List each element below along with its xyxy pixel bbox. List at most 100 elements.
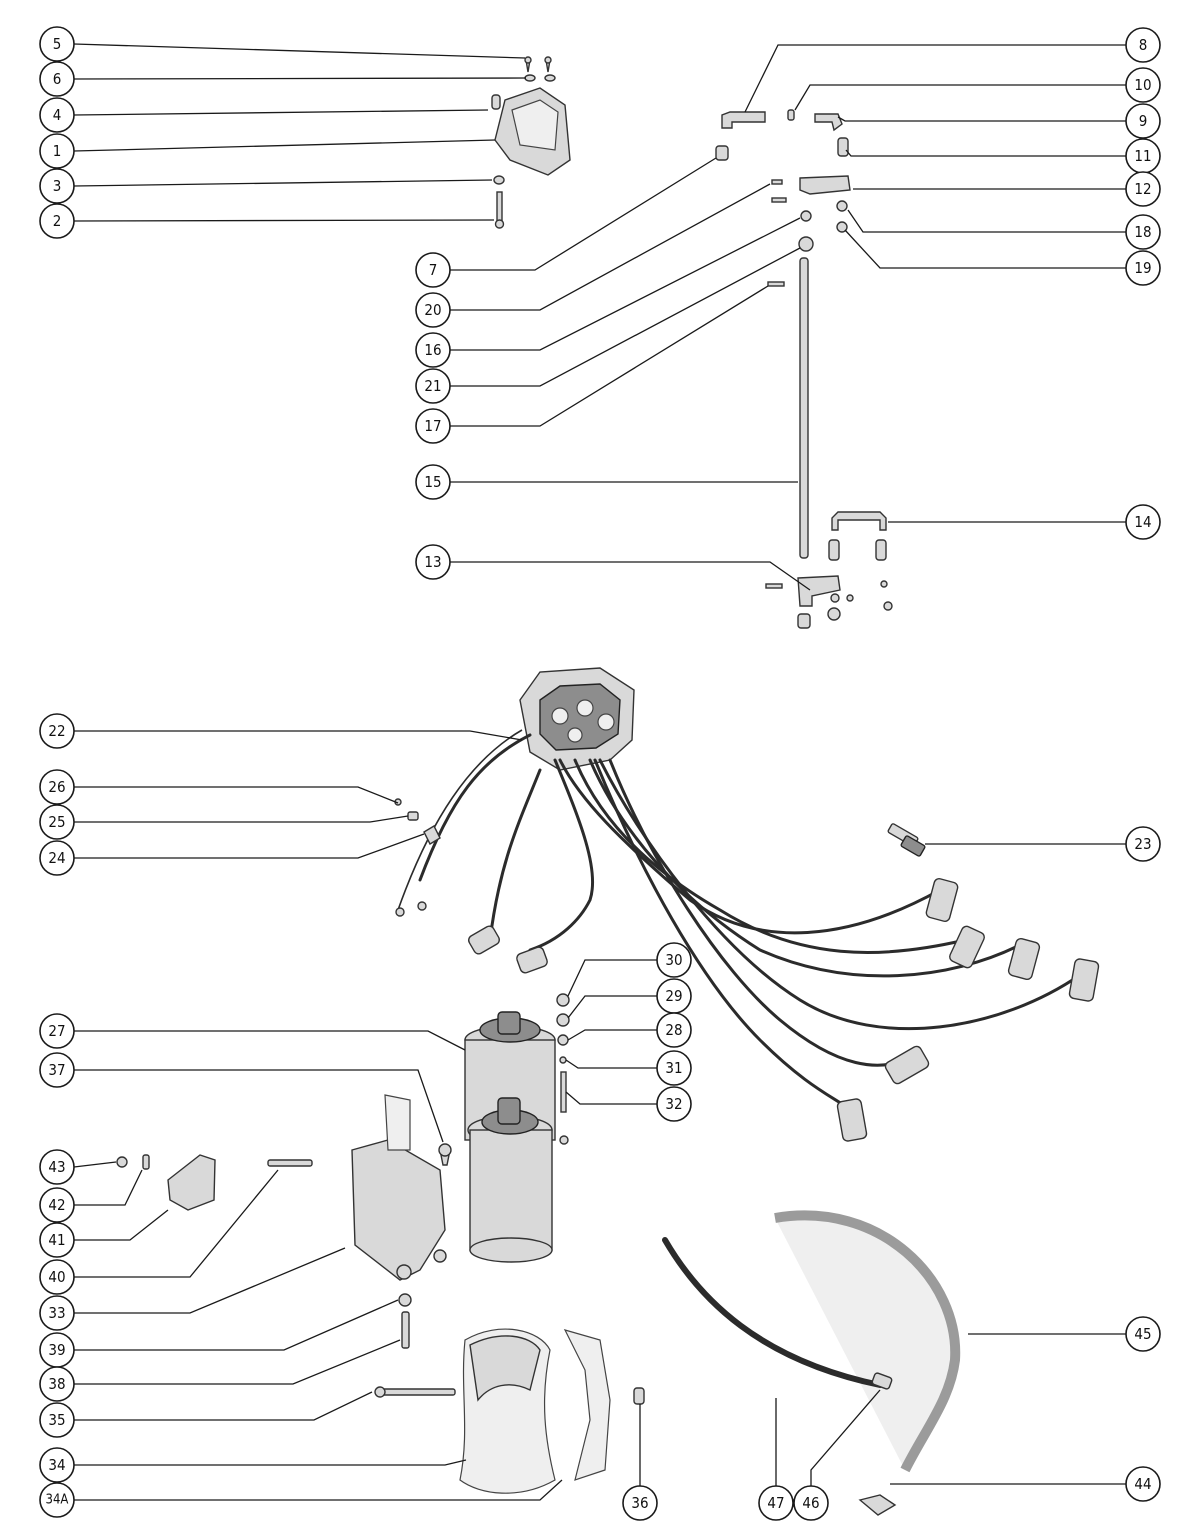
callout-39: 39: [39, 1332, 75, 1368]
callout-36: 36: [622, 1485, 658, 1521]
callout-37: 37: [39, 1052, 75, 1088]
svg-text:29: 29: [665, 987, 682, 1005]
callout-27: 27: [39, 1013, 75, 1049]
callout-20: 20: [415, 292, 451, 328]
svg-text:46: 46: [802, 1494, 819, 1512]
callout-7: 7: [415, 252, 451, 288]
callout-47: 47: [758, 1485, 794, 1521]
callout-25: 25: [39, 804, 75, 840]
svg-text:39: 39: [48, 1341, 65, 1359]
svg-text:32: 32: [665, 1095, 682, 1113]
svg-text:21: 21: [424, 377, 441, 395]
callout-34: 34: [39, 1447, 75, 1483]
mounting-bracket-part: [491, 87, 571, 176]
callout-34a: 34A: [39, 1482, 75, 1518]
callout-43: 43: [39, 1149, 75, 1185]
callout-30: 30: [656, 942, 692, 978]
svg-text:11: 11: [1134, 147, 1151, 165]
long-tube-part: [799, 257, 809, 559]
svg-text:17: 17: [424, 417, 441, 435]
callout-2: 2: [39, 203, 75, 239]
svg-text:18: 18: [1134, 223, 1151, 241]
svg-text:4: 4: [53, 106, 62, 124]
callout-40: 40: [39, 1259, 75, 1295]
svg-text:22: 22: [48, 722, 65, 740]
svg-text:41: 41: [48, 1231, 65, 1249]
callout-23: 23: [1125, 826, 1161, 862]
fuel-lines-part: [662, 1210, 961, 1516]
distributor-cap-part: [519, 667, 635, 771]
callout-33: 33: [39, 1295, 75, 1331]
callout-17: 17: [415, 408, 451, 444]
svg-text:43: 43: [48, 1158, 65, 1176]
callout-42: 42: [39, 1187, 75, 1223]
coil-hardware-part: [556, 993, 570, 1145]
svg-text:24: 24: [48, 849, 65, 867]
callout-26: 26: [39, 769, 75, 805]
svg-text:1: 1: [53, 142, 62, 160]
parts-layer: [116, 56, 1100, 1516]
callout-22: 22: [39, 713, 75, 749]
spark-plug-wires-part: [397, 729, 1100, 1142]
svg-text:7: 7: [429, 261, 438, 279]
callout-19: 19: [1125, 250, 1161, 286]
svg-text:5: 5: [53, 35, 62, 53]
coil-straps-part: [374, 1328, 645, 1494]
callout-35: 35: [39, 1402, 75, 1438]
callout-18: 18: [1125, 214, 1161, 250]
callout-9: 9: [1125, 103, 1161, 139]
callout-1: 1: [39, 133, 75, 169]
svg-text:19: 19: [1134, 259, 1151, 277]
callout-3: 3: [39, 168, 75, 204]
svg-text:23: 23: [1134, 835, 1151, 853]
svg-text:38: 38: [48, 1375, 65, 1393]
svg-text:28: 28: [665, 1021, 682, 1039]
svg-text:15: 15: [424, 473, 441, 491]
svg-text:12: 12: [1134, 180, 1151, 198]
callout-13: 13: [415, 544, 451, 580]
svg-text:8: 8: [1139, 36, 1148, 54]
callout-41: 41: [39, 1222, 75, 1258]
callout-12: 12: [1125, 171, 1161, 207]
bracket-hardware-part: [116, 1143, 452, 1349]
svg-text:30: 30: [665, 951, 682, 969]
callout-11: 11: [1125, 138, 1161, 174]
svg-text:31: 31: [665, 1059, 682, 1077]
callout-38: 38: [39, 1366, 75, 1402]
svg-text:44: 44: [1134, 1475, 1151, 1493]
callout-45: 45: [1125, 1316, 1161, 1352]
svg-text:14: 14: [1134, 513, 1151, 531]
callout-44: 44: [1125, 1466, 1161, 1502]
svg-text:25: 25: [48, 813, 65, 831]
small-clips-part: [394, 798, 441, 917]
callout-31: 31: [656, 1050, 692, 1086]
svg-text:2: 2: [53, 212, 62, 230]
svg-text:34: 34: [48, 1456, 65, 1474]
svg-text:35: 35: [48, 1411, 65, 1429]
callout-24: 24: [39, 840, 75, 876]
callout-8: 8: [1125, 27, 1161, 63]
svg-text:37: 37: [48, 1061, 65, 1079]
callout-5: 5: [39, 26, 75, 62]
svg-text:42: 42: [48, 1196, 65, 1214]
callout-14: 14: [1125, 504, 1161, 540]
hose-fittings-part: [715, 109, 851, 287]
spark-plug-part: [887, 823, 926, 857]
callout-28: 28: [656, 1012, 692, 1048]
svg-text:45: 45: [1134, 1325, 1151, 1343]
callout-32: 32: [656, 1086, 692, 1122]
callout-29: 29: [656, 978, 692, 1014]
callout-16: 16: [415, 332, 451, 368]
leader-lines: [73, 43, 1126, 1501]
svg-text:10: 10: [1134, 76, 1151, 94]
svg-text:9: 9: [1139, 112, 1148, 130]
callout-6: 6: [39, 61, 75, 97]
svg-text:36: 36: [631, 1494, 648, 1512]
callout-21: 21: [415, 368, 451, 404]
ignition-coils-part: [464, 1011, 556, 1263]
callouts: 5 6 4 1 3 2 8 10 9 11 12 18 19 7 20 16 2…: [39, 26, 1161, 1521]
svg-text:34A: 34A: [46, 1493, 69, 1508]
svg-text:33: 33: [48, 1304, 65, 1322]
svg-text:40: 40: [48, 1268, 65, 1286]
